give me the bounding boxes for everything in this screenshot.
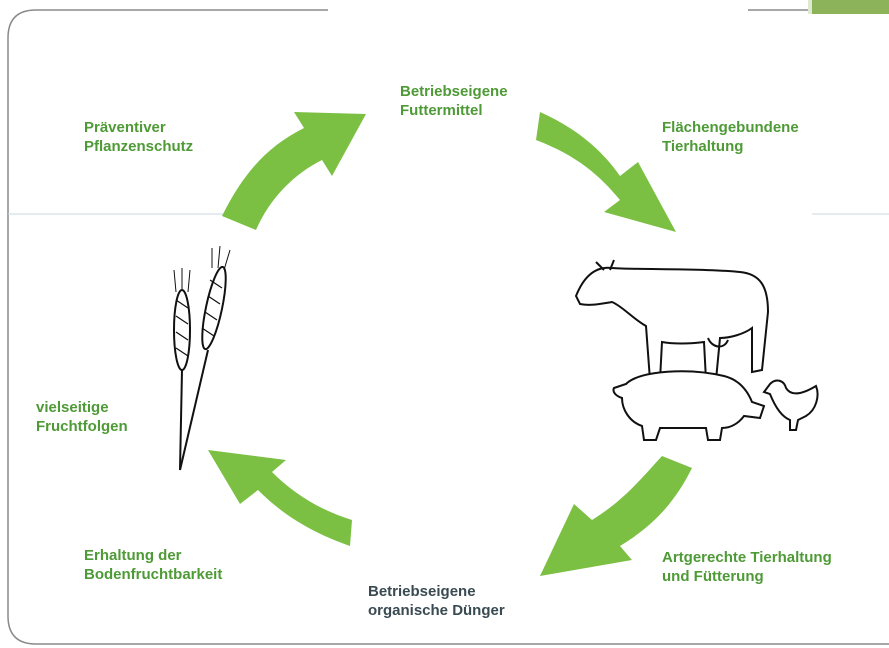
label-line: Betriebseigene	[400, 82, 508, 101]
label-line: Tierhaltung	[662, 137, 799, 156]
cow-pig-chicken-icon	[576, 260, 818, 440]
label-line: Bodenfruchtbarkeit	[84, 565, 222, 584]
label-praeventiver-pflanzenschutz: Präventiver Pflanzenschutz	[84, 118, 193, 156]
label-line: Flächengebundene	[662, 118, 799, 137]
label-line: Fruchtfolgen	[36, 417, 128, 436]
label-betriebseigene-organische-duenger: Betriebseigene organische Dünger	[368, 582, 505, 620]
label-artgerechte-tierhaltung: Artgerechte Tierhaltung und Fütterung	[662, 548, 832, 586]
label-line: Futtermittel	[400, 101, 508, 120]
arrow-bottom-left	[208, 450, 352, 546]
label-line: Artgerechte Tierhaltung	[662, 548, 832, 567]
label-flaechengebundene-tierhaltung: Flächengebundene Tierhaltung	[662, 118, 799, 156]
label-vielseitige-fruchtfolgen: vielseitige Fruchtfolgen	[36, 398, 128, 436]
label-line: organische Dünger	[368, 601, 505, 620]
label-erhaltung-der-bodenfruchtbarkeit: Erhaltung der Bodenfruchtbarkeit	[84, 546, 222, 584]
chicken-drawing	[764, 381, 818, 430]
label-line: vielseitige	[36, 398, 128, 417]
label-line: Präventiver	[84, 118, 193, 137]
pig-drawing	[613, 371, 764, 440]
wheat-ears-icon	[174, 246, 231, 470]
label-line: und Fütterung	[662, 567, 832, 586]
label-line: Betriebseigene	[368, 582, 505, 601]
label-betriebseigene-futtermittel: Betriebseigene Futtermittel	[400, 82, 508, 120]
label-line: Erhaltung der	[84, 546, 222, 565]
label-line: Pflanzenschutz	[84, 137, 193, 156]
cycle-arrows	[208, 112, 692, 576]
arrow-top-right	[536, 112, 676, 232]
corner-accent-block	[812, 0, 889, 14]
arrow-top-left	[222, 112, 366, 230]
cow-drawing	[576, 268, 768, 380]
